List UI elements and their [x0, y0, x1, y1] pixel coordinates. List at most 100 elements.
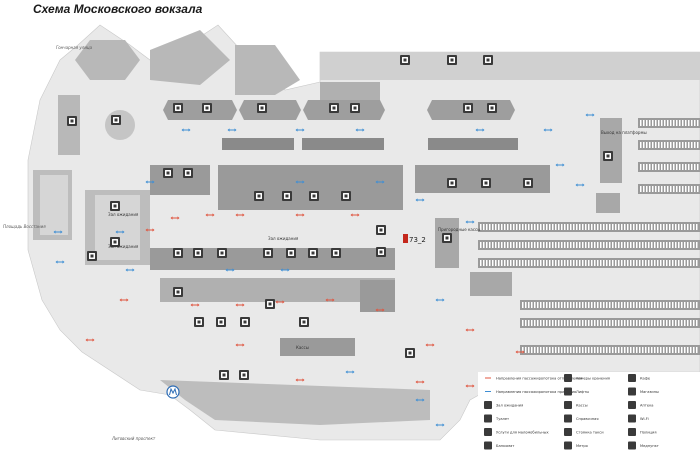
legend-label-11: Стоянка такси: [576, 431, 604, 435]
facility-icon-4: [257, 103, 267, 113]
cafe-icon: [628, 374, 636, 382]
platform-8: [520, 300, 700, 310]
facility-icon-39: [405, 348, 415, 358]
facility-icon-20: [173, 248, 183, 258]
legend-item-17: Полиция: [628, 428, 656, 436]
red-flow-arrow-10: [325, 298, 335, 302]
red-flow-arrow-8: [235, 303, 245, 307]
facility-icon-23: [263, 248, 273, 258]
map-title: Схема Московского вокзала: [33, 2, 203, 16]
legend-item-15: Аптека: [628, 401, 654, 409]
facility-icon-42: [87, 251, 97, 261]
red-flow-arrow-20: [85, 338, 95, 342]
blue-flow-arrow-24: [435, 423, 445, 427]
atm-icon: [484, 441, 492, 450]
upper-left-blocks: [58, 30, 300, 155]
red-flow-arrow-4: [235, 213, 245, 217]
blue-flow-arrow-16: [125, 268, 135, 272]
platform-7: [478, 258, 700, 268]
ticket-icon: [564, 401, 572, 409]
main-halls: [150, 52, 700, 356]
bottom-band: [160, 380, 430, 425]
location-tag-label: 73_2: [409, 236, 426, 244]
legend-item-13: Кафе: [628, 374, 651, 382]
red-flow-arrow-14: [425, 343, 435, 347]
legend-item-8: Лифты: [564, 387, 589, 396]
blue-flow-arrow-5: [475, 128, 485, 132]
blue-flow-arrow-18: [280, 268, 290, 272]
legend-item-9: Кассы: [564, 401, 588, 409]
facility-icon-18: [110, 201, 120, 211]
street-gonchar: Гончарная улица: [56, 45, 93, 50]
platform-1: [638, 118, 700, 128]
facility-icon-34: [376, 247, 386, 257]
facility-icon-15: [447, 178, 457, 188]
facility-icon-25: [308, 248, 318, 258]
facility-icon-35: [442, 233, 452, 243]
blue-flow-arrow-6: [543, 128, 553, 132]
legend-label-10: Справочная: [576, 417, 599, 421]
legend: Направления пассажиропотока отправленияН…: [478, 372, 700, 467]
legend-label-12: Метро: [576, 444, 588, 448]
facility-icon-26: [331, 248, 341, 258]
label-platform-entry: Выход на платформы: [601, 130, 647, 135]
platform-3: [638, 162, 700, 172]
facility-icon-17: [523, 178, 533, 188]
facility-icon-22: [217, 248, 227, 258]
flow-arrows: [53, 113, 595, 427]
blue-flow-arrow-9: [115, 230, 125, 234]
legend-label-14: Магазины: [640, 390, 659, 394]
concourse-islands: [163, 100, 515, 120]
location-tag[interactable]: 73_2: [403, 234, 426, 244]
police-icon: [628, 428, 636, 436]
facility-icon-11: [254, 191, 264, 201]
facility-icon-7: [463, 103, 473, 113]
red-flow-arrow-15: [119, 298, 129, 302]
facility-icon-31: [299, 317, 309, 327]
legend-item-7: Камеры хранения: [564, 374, 610, 382]
platform-4: [638, 184, 700, 194]
blue-flow-arrow-23: [415, 398, 425, 402]
facility-icon-1: [111, 115, 121, 125]
blue-flow-arrow-19: [415, 198, 425, 202]
red-flow-arrow-9: [275, 300, 285, 304]
facility-icon-41: [67, 116, 77, 126]
lift-icon: [564, 387, 572, 396]
taxi-icon: [564, 428, 572, 436]
legend-item-3: Зал ожидания: [484, 401, 523, 409]
turnstile-rows: [222, 138, 518, 150]
legend-label-16: Wi-Fi: [640, 417, 649, 421]
facility-icon-5: [329, 103, 339, 113]
street-ligovsky: Лиговский проспект: [111, 436, 156, 441]
luggage-icon: [564, 374, 572, 382]
legend-item-6: Банкомат: [484, 441, 514, 450]
legend-item-14: Магазины: [628, 387, 659, 396]
legend-item-2: Направления пассажиропотока прибытия: [485, 390, 576, 394]
legend-label-7: Камеры хранения: [576, 377, 610, 381]
label-tickets: Кассы: [296, 345, 309, 350]
platform-9: [520, 318, 700, 328]
platform-6: [478, 240, 700, 250]
facility-icon-13: [309, 191, 319, 201]
blue-flow-arrow-3: [295, 128, 305, 132]
legend-item-11: Стоянка такси: [564, 428, 604, 436]
label-waiting-3: Зал ожидания: [268, 236, 299, 241]
facility-icon-36: [400, 55, 410, 65]
facility-icon-12: [282, 191, 292, 201]
blue-flow-arrow-10: [145, 180, 155, 184]
red-flow-arrow-5: [295, 213, 305, 217]
legend-item-4: Туалет: [484, 414, 509, 423]
facility-icon-16: [481, 178, 491, 188]
blue-flow-arrow-21: [435, 298, 445, 302]
facility-icon-30: [240, 317, 250, 327]
legend-label-1: Направления пассажиропотока отправления: [496, 377, 582, 381]
blue-flow-arrow-14: [555, 163, 565, 167]
blue-flow-arrow-13: [575, 183, 585, 187]
legend-label-9: Кассы: [576, 404, 588, 408]
blue-flow-arrow-8: [53, 230, 63, 234]
red-flow-arrow-18: [415, 380, 425, 384]
legend-item-18: Медпункт: [628, 441, 659, 450]
blue-flow-arrow-4: [355, 128, 365, 132]
legend-item-16: Wi-Fi: [628, 414, 649, 423]
